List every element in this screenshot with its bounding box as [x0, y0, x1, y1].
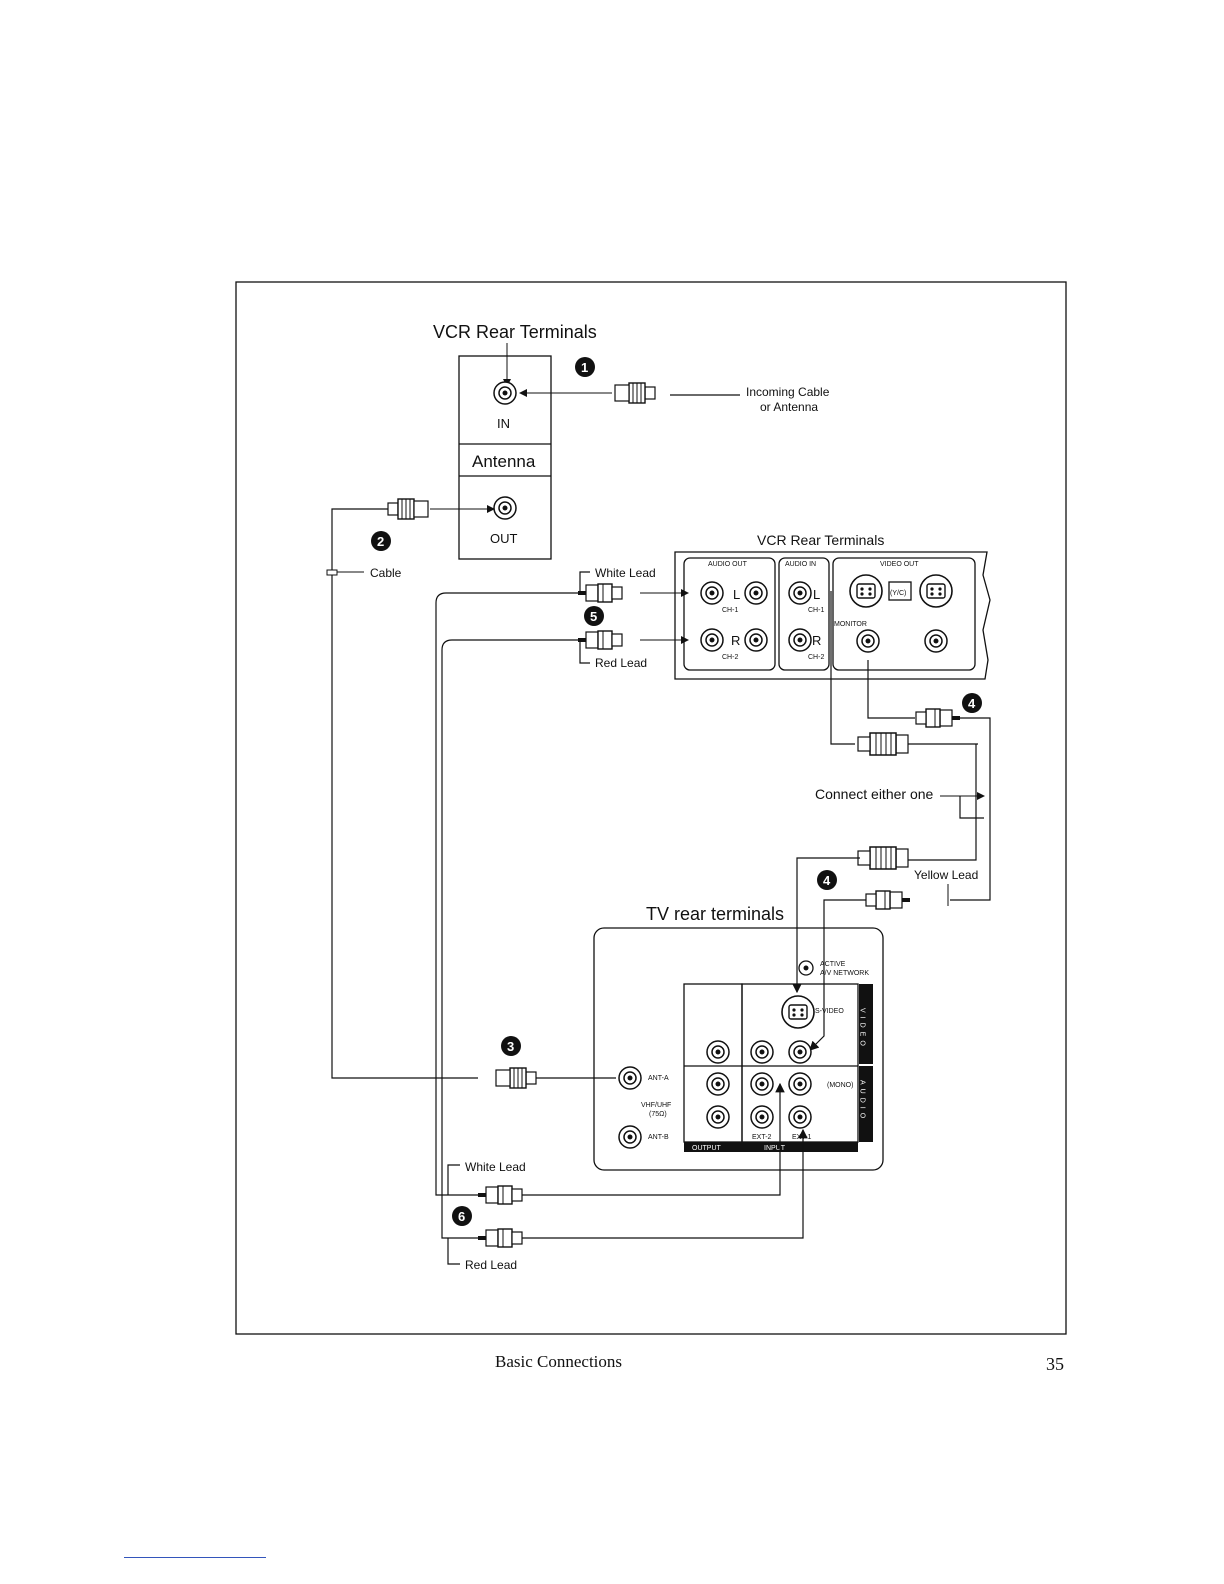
tv-ant-b-jack: [618, 1125, 642, 1149]
audio-in-label: AUDIO IN: [785, 561, 816, 568]
antenna-cable: Cable 2 3: [326, 498, 616, 1089]
antenna-section-label: Antenna: [472, 452, 536, 471]
ext1-label: EXT-1: [792, 1134, 812, 1141]
audio-in-l-label: L: [813, 587, 820, 602]
tv-audio-leads: White Lead Red Lead 6: [447, 1082, 808, 1272]
svideo-label: S-VIDEO: [815, 1008, 844, 1015]
antenna-out-label: OUT: [490, 531, 518, 546]
vcr-video-out-2: [924, 629, 948, 653]
audio-in-l-jack: [788, 581, 812, 605]
tv-ext2-video-jack: [750, 1040, 774, 1064]
step-3-badge: 3: [507, 1039, 514, 1054]
vcr-video-out-1: [856, 629, 880, 653]
audio-side-label: AUDIO: [859, 1080, 866, 1122]
tv-ext1-r-jack: [788, 1105, 812, 1129]
incoming-line1: Incoming Cable: [746, 385, 830, 399]
antenna-in-jack: [493, 381, 517, 405]
vcr-rear-title: VCR Rear Terminals: [757, 532, 884, 548]
vhf-label: VHF/UHF: [641, 1102, 671, 1109]
tv-ext2-r-jack: [750, 1105, 774, 1129]
audio-out-label: AUDIO OUT: [708, 561, 748, 568]
tv-rear-panel: TV rear terminals ACTIVE A/V NETWORK VID…: [593, 904, 884, 1171]
figure-frame: [235, 281, 1067, 1335]
ext2-label: EXT-2: [752, 1134, 772, 1141]
step-4-badge-top: 4: [968, 696, 976, 711]
video-leads: 4 Connect either one Yellow Lead 4: [792, 591, 991, 1051]
step-5-badge: 5: [590, 609, 597, 624]
step-2-badge: 2: [377, 534, 384, 549]
vcr-red-lead-label: Red Lead: [595, 656, 647, 670]
tv-rear-title: TV rear terminals: [646, 904, 784, 924]
tv-red-lead-label: Red Lead: [465, 1258, 517, 1272]
vcr-audio-leads: White Lead Red Lead 5: [435, 566, 689, 1239]
active-line1: ACTIVE: [820, 961, 846, 968]
tv-output-l-jack: [706, 1072, 730, 1096]
input-label: INPUT: [764, 1145, 786, 1152]
antenna-in-label: IN: [497, 416, 510, 431]
tv-ext1-video-jack: [788, 1040, 812, 1064]
yellow-lead-label: Yellow Lead: [914, 868, 978, 882]
tv-svideo-jack: [781, 995, 815, 1029]
tv-output-video-jack: [706, 1040, 730, 1064]
footer-section-title: Basic Connections: [495, 1352, 623, 1371]
step-1-badge: 1: [581, 360, 588, 375]
audio-in-r-jack: [788, 628, 812, 652]
footnote-rule: [124, 1557, 266, 1558]
monitor-label: MONITOR: [834, 621, 867, 628]
vcr-rear-panel: VCR Rear Terminals AUDIO OUT AUDIO IN VI…: [674, 532, 991, 680]
vcr-antenna-title: VCR Rear Terminals: [433, 322, 597, 342]
tv-ant-a-jack: [618, 1066, 642, 1090]
audio-out-l-label: L: [733, 587, 740, 602]
vcr-svideo-out-2: [919, 574, 953, 608]
video-side-label: VIDEO: [859, 1008, 866, 1050]
footer-page-number: 35: [1046, 1354, 1064, 1374]
incoming-line2: or Antenna: [760, 400, 818, 414]
video-out-label: VIDEO OUT: [880, 561, 919, 568]
audio-out-r2-jack: [744, 628, 768, 652]
step-4-badge-bottom: 4: [823, 873, 831, 888]
audio-out-l2-jack: [744, 581, 768, 605]
audio-in-r-label: R: [812, 633, 821, 648]
active-line2: A/V NETWORK: [820, 970, 869, 977]
audio-in-ch2: CH-2: [808, 654, 824, 661]
vcr-svideo-out-1: [849, 574, 883, 608]
vcr-antenna-block: VCR Rear Terminals IN Antenna OUT: [433, 322, 597, 560]
tv-ext1-l-jack: [788, 1072, 812, 1096]
audio-out-r-jack: [700, 628, 724, 652]
output-label: OUTPUT: [692, 1145, 722, 1152]
tv-ext2-l-jack: [750, 1072, 774, 1096]
audio-out-ch1: CH-1: [722, 607, 738, 614]
audio-out-r-label: R: [731, 633, 740, 648]
cable-label: Cable: [370, 566, 402, 580]
incoming-cable: Incoming Cable or Antenna 1: [519, 357, 830, 414]
ant-b-label: ANT-B: [648, 1134, 669, 1141]
audio-out-l-jack: [700, 581, 724, 605]
tv-output-r-jack: [706, 1105, 730, 1129]
antenna-out-jack: [493, 496, 517, 520]
ant-a-label: ANT-A: [648, 1075, 669, 1082]
audio-in-ch1: CH-1: [808, 607, 824, 614]
ohm-label: (75Ω): [649, 1111, 667, 1118]
audio-out-ch2: CH-2: [722, 654, 738, 661]
step-6-badge: 6: [458, 1209, 465, 1224]
mono-label: (MONO): [827, 1082, 853, 1089]
yc-label: (Y/C): [890, 590, 906, 597]
vcr-white-lead-label: White Lead: [595, 566, 656, 580]
connect-either-label: Connect either one: [815, 786, 934, 802]
tv-white-lead-label: White Lead: [465, 1160, 526, 1174]
